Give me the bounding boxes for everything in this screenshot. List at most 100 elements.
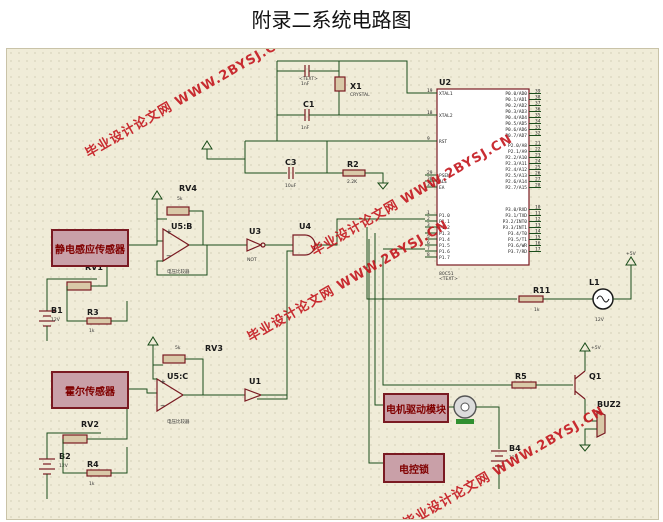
hall-sensor-block: 霍尔传感器 xyxy=(51,371,129,409)
pin-p3-1: P3.1/TXD xyxy=(505,213,527,219)
r5-ref: R5 xyxy=(515,372,527,381)
b1-ref: B1 xyxy=(51,306,63,315)
u5b-desc: 电压比较器 xyxy=(167,268,190,275)
schematic-sheet: .w { stroke: #1a4d1a; stroke-width: 1; f… xyxy=(6,48,659,520)
l1-value: 12V xyxy=(595,317,605,323)
q1-ref: Q1 xyxy=(589,372,602,381)
motor-driver-block: 电机驱动模块 xyxy=(383,393,449,423)
r11-value: 1k xyxy=(534,307,540,313)
pin-p3-4: P3.4/T0 xyxy=(508,231,527,237)
comparator-u5c xyxy=(156,377,185,413)
right-pin-num-p2-0: 21 xyxy=(535,141,541,147)
left-pin-num-6: 1 xyxy=(427,210,430,216)
c1-ref: C1 xyxy=(303,100,315,109)
pin-p0-2: P0.2/AD2 xyxy=(505,103,527,109)
led-output: R11 1k L1 12V +5V xyxy=(366,227,637,323)
right-pin-num-p0-1: 38 xyxy=(535,95,541,101)
left-pin-num-3: 29 xyxy=(427,170,433,176)
resistor-r4 xyxy=(86,469,112,477)
right-pin-num-p2-1: 22 xyxy=(535,147,541,153)
reset-ground xyxy=(376,182,390,190)
right-pin-num-p3-1: 11 xyxy=(535,211,541,217)
right-pin-num-p2-7: 28 xyxy=(535,183,541,189)
pin-p3-2: P3.2/INT0 xyxy=(503,219,528,225)
u5c-power-arrow xyxy=(147,336,159,346)
rv4-ref: RV4 xyxy=(179,184,197,193)
left-pin-num-8: 3 xyxy=(427,222,430,228)
lamp-filament-icon xyxy=(596,295,610,303)
port3-labels: P3.0/RXDP3.1/TXDP3.2/INT0P3.3/INT1P3.4/T… xyxy=(503,207,528,255)
pin-p2-5: P2.5/A13 xyxy=(505,173,527,179)
b4-value: 12V xyxy=(509,455,519,461)
resistor-r11 xyxy=(518,295,544,303)
right-pin-num-p3-0: 10 xyxy=(535,205,541,211)
pin-p3-5: P3.5/T1 xyxy=(508,237,527,243)
rv3-value: 5k xyxy=(175,345,181,351)
pin-p1-2: P1.2 xyxy=(439,225,450,231)
pin-p1-4: P1.4 xyxy=(439,237,450,243)
left-pin-num-11: 6 xyxy=(427,240,430,246)
q1-power-arrow xyxy=(579,342,591,352)
u5b-ref: U5:B xyxy=(171,222,192,231)
right-pin-num-p0-3: 36 xyxy=(535,107,541,113)
r4-ref: R4 xyxy=(87,460,99,469)
right-pin-num-p2-2: 23 xyxy=(535,153,541,159)
b1-value: 12V xyxy=(51,317,61,323)
pin-p2-6: P2.6/A14 xyxy=(505,179,527,185)
pin-p1-6: P1.6 xyxy=(439,249,450,255)
rv4-value: 5k xyxy=(177,196,183,202)
pin-p2-3: P2.3/A11 xyxy=(505,161,527,167)
hall-sensor-label: 霍尔传感器 xyxy=(65,386,115,398)
right-pin-num-p0-6: 33 xyxy=(535,125,541,131)
right-pin-num-p0-0: 39 xyxy=(535,89,541,95)
page-title: 附录二系统电路图 xyxy=(251,8,412,32)
r11-ref: R11 xyxy=(533,286,551,295)
right-pin-num-p2-3: 24 xyxy=(535,159,541,165)
crystal-x1 xyxy=(334,76,346,92)
motor-driver-label: 电机驱动模块 xyxy=(386,404,446,416)
c2-label: <TEXT> xyxy=(299,76,318,82)
c2-value: 1nF xyxy=(301,81,310,87)
right-pin-num-p3-2: 12 xyxy=(535,217,541,223)
pin-p0-4: P0.4/AD4 xyxy=(505,115,527,121)
u5b-plus: + xyxy=(166,228,172,236)
pin-p2-0: P2.0/A8 xyxy=(508,143,527,149)
u3-ref: U3 xyxy=(249,227,261,236)
pin-p0-7: P0.7/AD7 xyxy=(505,133,527,139)
pot-rv1 xyxy=(66,281,92,291)
pin-ea: EA xyxy=(439,185,445,191)
pin-xtal2: XTAL2 xyxy=(439,113,453,119)
right-pin-num-p0-4: 35 xyxy=(535,113,541,119)
c1-value: 1nF xyxy=(301,125,310,131)
buffer-u1 xyxy=(244,388,263,402)
motor-lock-output: B4 12V xyxy=(368,233,521,489)
right-pin-num-p3-5: 15 xyxy=(535,235,541,241)
pin-p3-3: P3.3/INT1 xyxy=(503,225,528,231)
right-pin-num-p2-6: 27 xyxy=(535,177,541,183)
b4-ref: B4 xyxy=(509,444,521,453)
r3-ref: R3 xyxy=(87,308,99,317)
u1-ref: U1 xyxy=(249,377,261,386)
buzzer-buz2 xyxy=(596,410,606,438)
buzzer-ground xyxy=(578,444,592,452)
mcu-body xyxy=(436,88,530,266)
rv1-ref: RV1 xyxy=(85,263,103,272)
b2-value: 12V xyxy=(59,463,69,469)
reset-circuit: C3 10uF R2 2.2K xyxy=(201,140,425,190)
right-pin-num-p3-6: 16 xyxy=(535,241,541,247)
l1-ref: L1 xyxy=(589,278,600,287)
pin-p3-7: P3.7/RD xyxy=(508,249,527,255)
right-pin-num-p3-4: 14 xyxy=(535,229,541,235)
gate-u4 xyxy=(292,234,316,256)
static-sensor-block: 静电感应传感器 xyxy=(51,229,129,267)
crystal-ref: X1 xyxy=(350,82,362,91)
left-pin-num-1: 18 xyxy=(427,110,433,116)
left-pin-num-5: 31 xyxy=(427,182,433,188)
u5c-ref: U5:C xyxy=(167,372,188,381)
pin-p2-4: P2.4/A12 xyxy=(505,167,527,173)
right-pin-num-p0-2: 37 xyxy=(535,101,541,107)
l1-supply: +5V xyxy=(626,251,637,257)
pot-rv3 xyxy=(162,354,186,364)
mcu-ref: U2 xyxy=(439,78,451,87)
